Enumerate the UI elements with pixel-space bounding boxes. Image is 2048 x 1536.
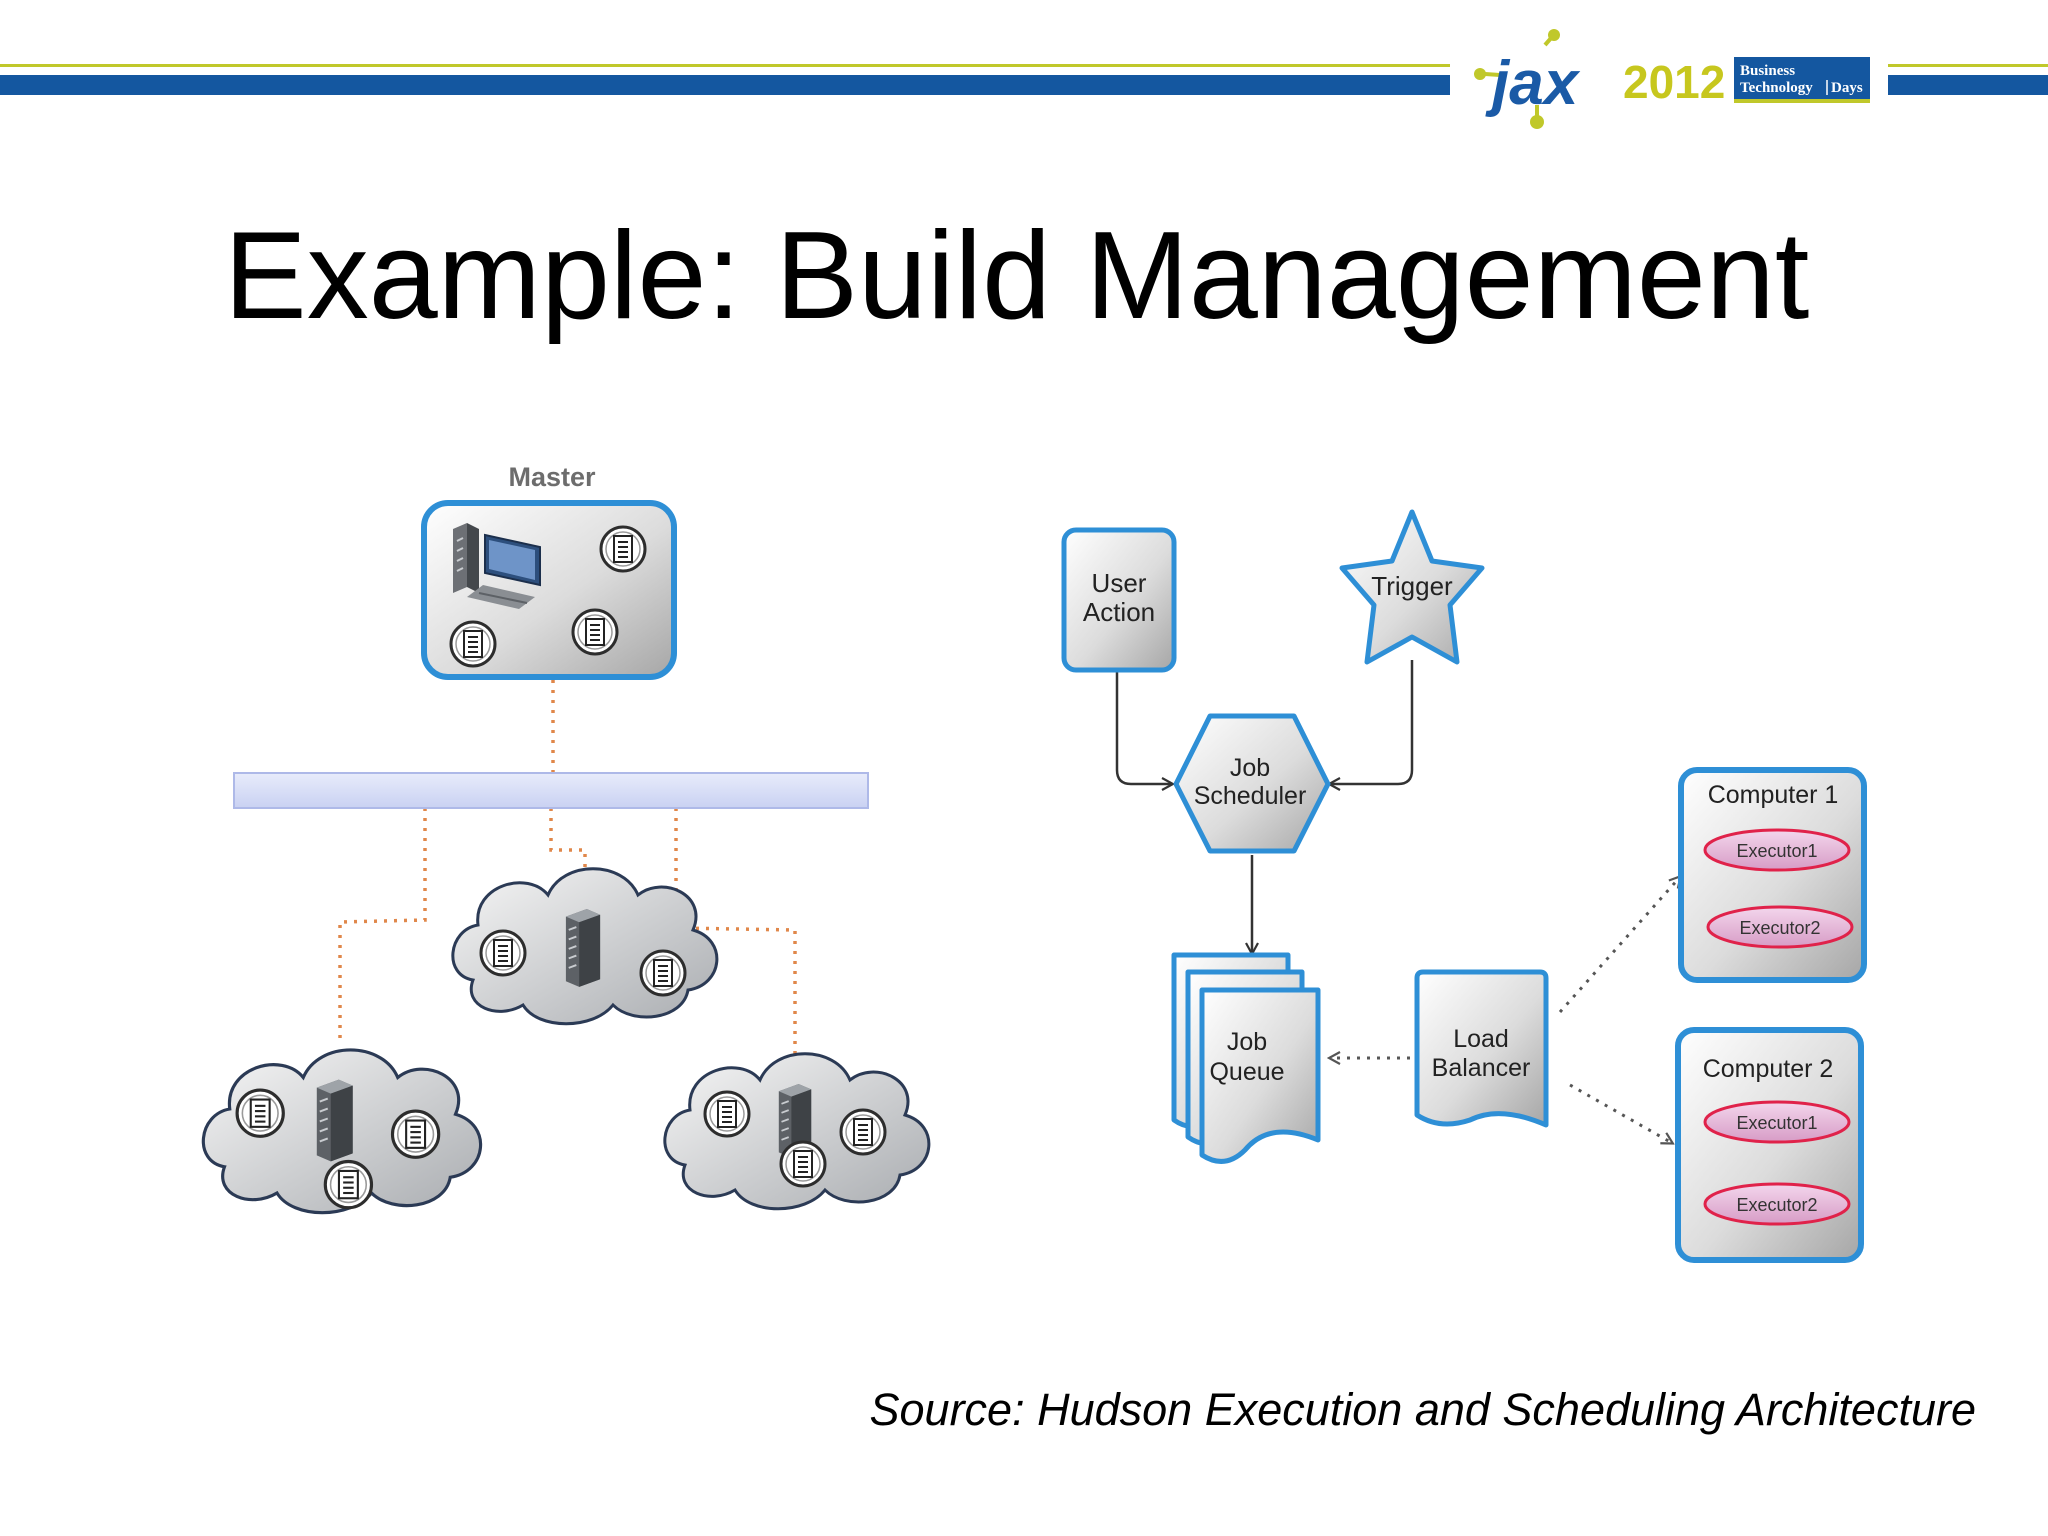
load-balancer-label-1: Load	[1453, 1025, 1509, 1053]
slave-cloud-left	[201, 1048, 483, 1215]
document-icon	[571, 608, 619, 656]
scheduling-diagram: User Action Trigger Job Scheduler Job Qu…	[1061, 509, 1867, 1263]
computer-1-executor-2: Executor2	[1739, 918, 1820, 938]
job-queue-label-2: Queue	[1209, 1058, 1284, 1086]
badge-line-2: Technology	[1740, 80, 1813, 96]
job-scheduler-label-2: Scheduler	[1194, 782, 1307, 810]
server-icon	[315, 1078, 354, 1163]
jax-logo: jax 2012	[1474, 29, 1725, 129]
badge-line-3: Days	[1831, 80, 1863, 96]
badge-line-1: Business	[1740, 63, 1795, 79]
computer-1-label: Computer 1	[1708, 781, 1839, 809]
document-icon	[449, 620, 497, 668]
server-icon	[564, 908, 602, 988]
user-action-label-2: Action	[1083, 597, 1155, 627]
flow-arrows	[1115, 660, 1414, 953]
user-action-label-1: User	[1092, 568, 1147, 598]
slave-cloud-right	[663, 1052, 931, 1211]
computer-2-node: Computer 2 Executor1 Executor2	[1675, 1027, 1864, 1263]
master-label: Master	[508, 462, 596, 492]
computer-1-node: Computer 1 Executor1 Executor2	[1678, 767, 1867, 983]
balancer-arrows	[1330, 877, 1680, 1143]
master-node	[421, 500, 677, 680]
computer-icon	[453, 523, 541, 609]
document-icon	[479, 929, 527, 977]
header-green-line-left	[0, 64, 1450, 67]
document-icon	[390, 1109, 441, 1159]
logo-jax-text: jax	[1485, 49, 1581, 118]
document-icon	[599, 525, 647, 573]
load-balancer-label-2: Balancer	[1432, 1054, 1531, 1082]
executor-1-shape	[1703, 1100, 1851, 1144]
logo-year-text: 2012	[1623, 56, 1725, 108]
slave-cloud-middle	[451, 867, 719, 1026]
document-icon	[703, 1090, 751, 1138]
executor-2-shape	[1703, 1182, 1851, 1226]
header-green-line-right	[1888, 64, 2048, 67]
trigger-node: Trigger	[1339, 509, 1485, 665]
trigger-label: Trigger	[1371, 571, 1453, 601]
header-bar: jax 2012 Business Technology Days	[0, 29, 2048, 129]
star-icon	[1339, 509, 1485, 665]
computer-2-executor-2: Executor2	[1736, 1195, 1817, 1215]
computer-1-executor-1: Executor1	[1736, 841, 1817, 861]
job-scheduler-label-1: Job	[1230, 754, 1270, 782]
user-action-node: User Action	[1061, 527, 1177, 673]
document-icon	[235, 1088, 285, 1138]
document-icon	[779, 1140, 827, 1188]
header-blue-band-left	[0, 75, 1450, 95]
job-queue-label-1: Job	[1227, 1028, 1267, 1056]
business-technology-days-badge: Business Technology Days	[1734, 57, 1870, 103]
executor-2-shape	[1706, 905, 1854, 949]
page-title: Example: Build Management	[224, 207, 1809, 345]
source-caption: Source: Hudson Execution and Scheduling …	[870, 1384, 1977, 1435]
document-icon	[839, 1108, 887, 1156]
network-bus	[233, 772, 869, 809]
document-icon	[639, 949, 687, 997]
computer-2-label: Computer 2	[1703, 1055, 1834, 1083]
header-blue-band-right	[1888, 75, 2048, 95]
computer-2-executor-1: Executor1	[1736, 1113, 1817, 1133]
document-icon	[323, 1159, 374, 1210]
load-balancer-node: Load Balancer	[1414, 969, 1549, 1128]
executor-1-shape	[1703, 828, 1851, 872]
job-scheduler-node: Job Scheduler	[1173, 713, 1331, 854]
master-slave-diagram: Master	[201, 462, 931, 1215]
job-queue-node: Job Queue	[1171, 952, 1321, 1164]
